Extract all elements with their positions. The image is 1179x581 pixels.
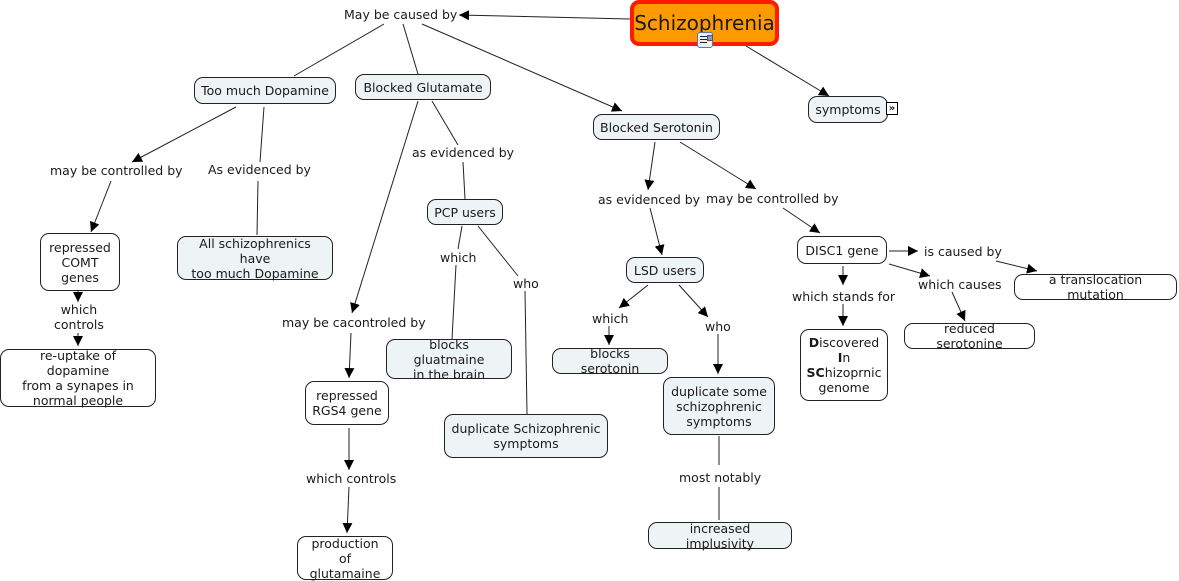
edge xyxy=(293,23,385,77)
concept-duplicate-schizophrenic-symptoms[interactable]: duplicate Schizophrenic symptoms xyxy=(444,414,608,458)
concept-lsd-users[interactable]: LSD users xyxy=(626,257,704,283)
edge xyxy=(678,284,709,318)
acronym-line-3: SChizoprnic xyxy=(806,365,882,380)
acronym-line-2: In xyxy=(837,350,851,365)
edge xyxy=(256,180,259,236)
note-lines-glyph xyxy=(700,36,707,45)
concept-pcp-users[interactable]: PCP users xyxy=(427,199,503,225)
edge xyxy=(649,207,665,256)
link-may-be-controlled-by: may be controlled by xyxy=(706,191,839,206)
link-may-be-cacontroled-by: may be cacontroled by xyxy=(282,315,426,330)
link-may-be-caused-by: May be caused by xyxy=(344,7,458,22)
concept-increased-implusivity[interactable]: increased implusivity xyxy=(648,521,792,551)
edge xyxy=(679,141,757,190)
expand-submap-icon[interactable]: » xyxy=(886,102,898,115)
edge xyxy=(402,23,419,75)
concept-blocks-gluatmaine[interactable]: blocks gluatmaine in the brain xyxy=(386,337,512,382)
concept-symptoms[interactable]: symptoms xyxy=(808,96,888,123)
note-resource-icon[interactable] xyxy=(697,32,713,48)
link-which: which xyxy=(592,311,629,326)
link-as-evidenced-by: As evidenced by xyxy=(208,162,311,177)
link-which-causes: which causes xyxy=(918,277,1002,292)
concept-repressed-comt-genes[interactable]: repressed COMT genes xyxy=(40,233,120,291)
concept-all-schizophrenics[interactable]: All schizophrenics have too much Dopamin… xyxy=(177,236,333,281)
concept-repressed-rgs4-gene[interactable]: repressed RGS4 gene xyxy=(305,381,389,425)
edge xyxy=(342,486,353,534)
link-may-be-controlled-by: may be controlled by xyxy=(50,163,183,178)
edge xyxy=(951,291,966,322)
concept-blocked-glutamate[interactable]: Blocked Glutamate xyxy=(355,74,491,100)
edge xyxy=(644,141,656,191)
edge xyxy=(782,207,821,234)
link-which-controls: which controls xyxy=(306,471,397,486)
concept-translocation-mutation[interactable]: a translocation mutation xyxy=(1014,272,1177,302)
concept-blocked-serotonin[interactable]: Blocked Serotonin xyxy=(593,114,720,140)
link-as-evidenced-by: as evidenced by xyxy=(598,192,701,207)
concept-too-much-dopamine[interactable]: Too much Dopamine xyxy=(194,77,336,104)
edge xyxy=(477,225,519,277)
concept-reuptake-of-dopamine[interactable]: re-uptake of dopamine from a synapes in … xyxy=(0,348,156,408)
edge xyxy=(995,260,1038,274)
concept-duplicate-some-symptoms[interactable]: duplicate some schizophrenic symptoms xyxy=(663,377,775,435)
edge xyxy=(259,106,265,163)
edge xyxy=(89,180,112,233)
link-which-stands-for: which stands for xyxy=(792,289,895,304)
edge xyxy=(457,225,463,250)
link-who: who xyxy=(513,276,539,291)
concept-reduced-serotonine[interactable]: reduced serotonine xyxy=(904,321,1035,351)
edge xyxy=(618,284,649,309)
link-is-caused-by: is caused by xyxy=(924,244,1002,259)
edge xyxy=(451,264,457,340)
edge xyxy=(350,100,419,314)
edge xyxy=(888,263,931,278)
note-picture-glyph xyxy=(707,35,713,41)
link-most-notably: most notably xyxy=(679,470,762,485)
concept-disc1-acronym[interactable]: Discovered In SChizoprnic genome xyxy=(800,329,888,401)
acronym-line-1: Discovered xyxy=(808,335,880,350)
edge xyxy=(344,332,355,379)
link-as-evidenced-by: as evidenced by xyxy=(412,145,515,160)
concept-blocks-serotonin[interactable]: blocks serotonin xyxy=(552,346,668,376)
concept-production-of-glutamaine[interactable]: production of glutamaine xyxy=(297,536,393,581)
edge xyxy=(131,106,237,163)
acronym-line-4: genome xyxy=(818,380,870,395)
link-which: which xyxy=(440,250,477,265)
edge xyxy=(524,290,528,415)
concept-disc1-gene[interactable]: DISC1 gene xyxy=(797,236,887,264)
edge xyxy=(431,100,459,146)
edge xyxy=(458,10,631,21)
link-which-controls: which controls xyxy=(54,302,104,332)
link-who: who xyxy=(705,319,731,334)
edge xyxy=(462,161,466,200)
edge xyxy=(745,45,830,97)
